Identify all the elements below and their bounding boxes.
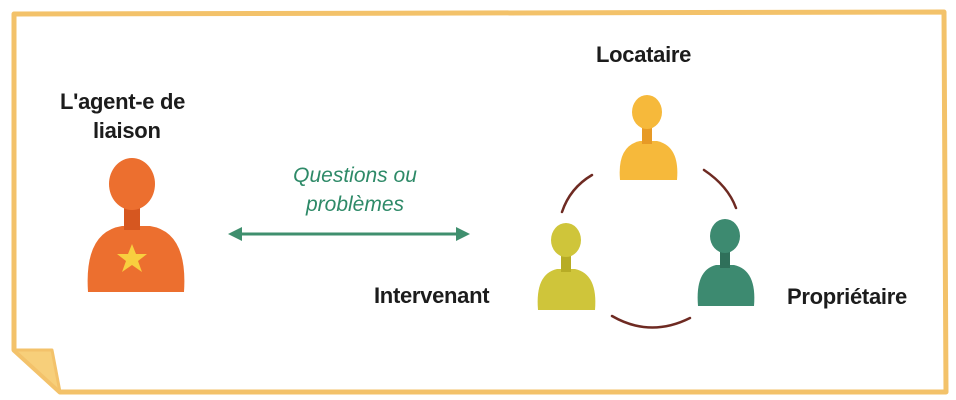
owner-person-icon <box>697 219 755 306</box>
stakeholder-label: Intervenant <box>374 283 490 308</box>
edge-label-line2: problèmes <box>305 193 405 216</box>
bidirectional-arrow <box>228 227 470 241</box>
tenant-label: Locataire <box>596 42 692 67</box>
cycle-arcs <box>560 168 738 329</box>
liaison-agent-label-line2: liaison <box>93 118 161 143</box>
tenant-person-icon <box>619 95 678 180</box>
stakeholder-person-icon <box>537 223 596 310</box>
liaison-agent-person-icon <box>87 158 185 292</box>
folded-corner <box>12 348 62 394</box>
owner-label: Propriétaire <box>787 284 907 309</box>
edge-label-line1: Questions ou <box>293 164 417 187</box>
liaison-agent-label-line1: L'agent-e de <box>60 89 186 114</box>
paper-frame <box>11 9 949 395</box>
star-icon <box>117 244 147 272</box>
